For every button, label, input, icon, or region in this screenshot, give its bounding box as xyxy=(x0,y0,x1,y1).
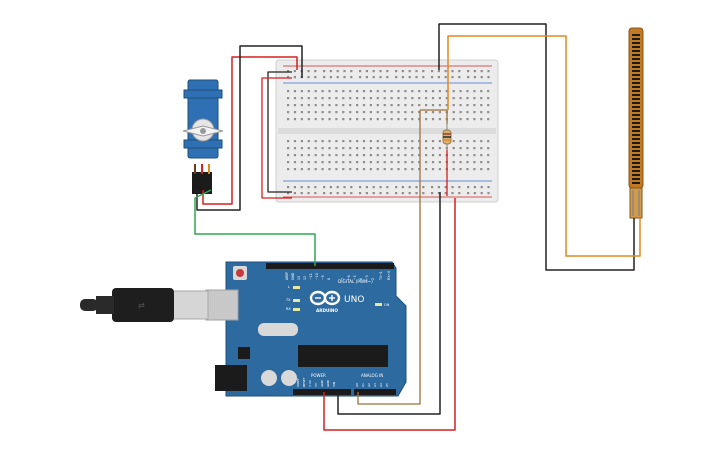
analog-label: ANALOG IN xyxy=(361,373,383,378)
wire-servo-power[interactable] xyxy=(202,56,298,205)
svg-text:~6: ~6 xyxy=(347,275,351,280)
wire-analog-input[interactable] xyxy=(357,110,421,405)
svg-text:2: 2 xyxy=(371,278,375,280)
svg-text:AREF: AREF xyxy=(285,272,289,280)
analog-header[interactable] xyxy=(354,389,396,395)
wire-rail-ground-link[interactable] xyxy=(267,71,292,193)
svg-text:TX→1: TX→1 xyxy=(379,271,383,281)
svg-text:5V: 5V xyxy=(314,382,318,387)
arduino-uno-board[interactable]: UNO ARDUINO DIGITAL (PWM~) POWER ANALOG … xyxy=(205,261,407,397)
usb-port[interactable] xyxy=(205,289,239,321)
svg-text:~11: ~11 xyxy=(309,273,313,280)
wire-flex-ground[interactable] xyxy=(438,23,635,271)
svg-text:8: 8 xyxy=(327,278,331,280)
wire-board-ground[interactable] xyxy=(337,192,441,415)
svg-text:~3: ~3 xyxy=(365,275,369,280)
on-label: ON xyxy=(384,303,390,307)
power-jack[interactable] xyxy=(215,365,247,391)
svg-text:A2: A2 xyxy=(367,383,371,387)
digital-pin-labels: AREF GND 13 12 ~11 ~10 ~9 8 7 ~6 ~5 4 ~3… xyxy=(285,271,391,281)
digital-header[interactable] xyxy=(266,263,394,269)
bottom-pin-labels: IOREF RESET 3.3V 5V GND GND VIN A0 A1 A2… xyxy=(296,377,389,387)
breadboard-holes xyxy=(287,70,490,195)
wire-rail-power-link[interactable] xyxy=(261,77,292,199)
flex-sensor-icon[interactable] xyxy=(628,27,644,219)
board-brand: ARDUINO xyxy=(316,308,338,313)
board-model: UNO xyxy=(344,295,364,305)
svg-text:7: 7 xyxy=(341,278,345,280)
svg-text:~5: ~5 xyxy=(353,275,357,280)
servo-connector[interactable] xyxy=(192,172,212,194)
svg-text:A3: A3 xyxy=(373,383,377,387)
svg-text:GND: GND xyxy=(291,272,295,280)
breadboard[interactable] xyxy=(275,59,499,203)
svg-text:~10: ~10 xyxy=(315,273,319,280)
svg-text:A4: A4 xyxy=(379,383,383,387)
svg-text:RESET: RESET xyxy=(302,377,306,387)
digital-label: DIGITAL (PWM~) xyxy=(338,279,373,284)
svg-text:4: 4 xyxy=(359,278,363,280)
wire-servo-signal[interactable] xyxy=(194,189,316,266)
svg-text:RX←0: RX←0 xyxy=(387,271,391,280)
wires xyxy=(194,23,641,431)
svg-text:GND: GND xyxy=(326,379,330,387)
svg-text:A0: A0 xyxy=(355,383,359,387)
atmega-chip xyxy=(298,345,388,367)
svg-text:13: 13 xyxy=(297,276,301,280)
svg-text:VIN: VIN xyxy=(332,382,336,387)
power-header[interactable] xyxy=(293,389,351,395)
usb-cable-icon: ⇄ xyxy=(80,288,209,322)
wire-board-5v[interactable] xyxy=(323,198,456,431)
svg-text:~9: ~9 xyxy=(321,275,325,280)
tx-label: TX xyxy=(285,298,291,302)
svg-text:A1: A1 xyxy=(361,383,365,387)
svg-text:⇄: ⇄ xyxy=(138,301,145,310)
svg-text:IOREF: IOREF xyxy=(296,378,300,387)
crystal xyxy=(258,323,298,336)
power-label: POWER xyxy=(311,373,326,378)
resistor-icon[interactable] xyxy=(442,124,452,150)
svg-text:GND: GND xyxy=(320,379,324,387)
capacitor xyxy=(281,370,297,386)
svg-text:12: 12 xyxy=(303,276,307,280)
svg-text:3.3V: 3.3V xyxy=(308,379,312,387)
arduino-logo-icon xyxy=(309,290,341,306)
l-label: L xyxy=(288,285,290,289)
capacitor xyxy=(261,370,277,386)
svg-text:A5: A5 xyxy=(385,383,389,387)
rx-label: RX xyxy=(286,307,291,311)
servo-motor-icon[interactable] xyxy=(182,79,224,194)
wire-flex-signal[interactable] xyxy=(447,35,641,257)
wire-servo-ground[interactable] xyxy=(196,45,303,211)
